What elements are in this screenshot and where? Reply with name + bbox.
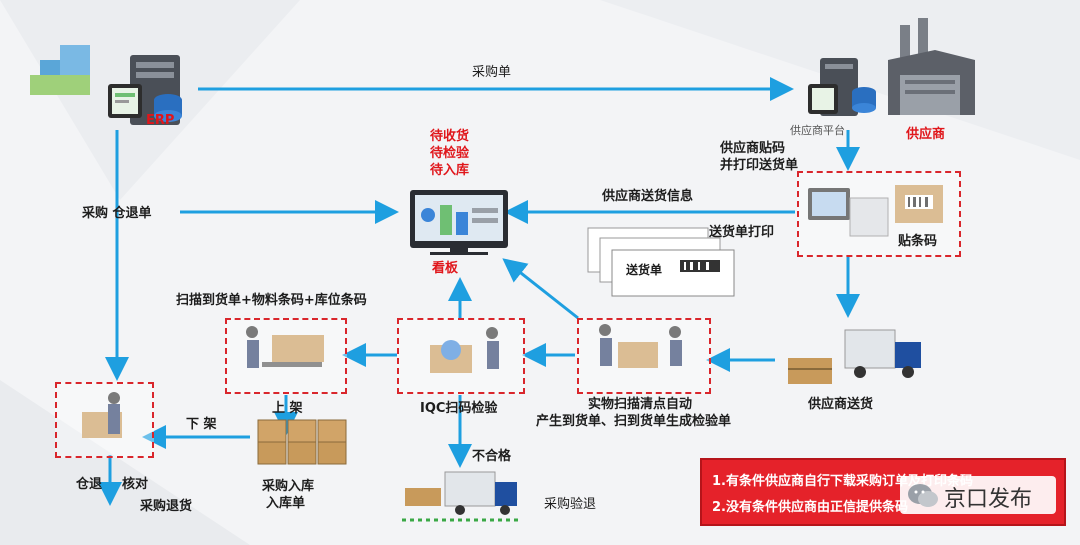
pending-receive-label: 待收货 (430, 129, 470, 144)
kanban-monitor-icon (410, 190, 508, 255)
shelve-down-label: 下 架 (186, 417, 217, 432)
purchase-stock-in-label-2: 入库单 (266, 496, 306, 511)
factory-icon (888, 18, 975, 115)
supplier-label: 供应商 (906, 127, 946, 142)
erp-label: ERP (146, 113, 175, 128)
erp-server-icon (130, 55, 182, 125)
return-truck-icon (402, 471, 520, 522)
note-line-2: 2.没有条件供应商由正信提供条码 (712, 500, 908, 515)
physical-scan-label-1: 实物扫描清点自动 (588, 397, 693, 412)
arrow-scan-to-kanban (502, 258, 579, 320)
print-delivery-label: 并打印送货单 (720, 158, 799, 173)
delivery-note-icon (587, 227, 735, 297)
purchase-return-doc-label: 采购 仓退单 (82, 206, 152, 221)
stock-boxes-icon (257, 419, 347, 465)
labeling-frame (797, 171, 961, 257)
purchase-order-label: 采购单 (472, 65, 512, 80)
unqualified-label: 不合格 (472, 449, 512, 464)
iqc-scan-scene-icon (430, 327, 499, 373)
kanban-label: 看板 (432, 261, 459, 276)
wechat-icon (908, 484, 938, 507)
erp-tablet-icon (108, 84, 142, 118)
warehouse-return-label: 仓退 (76, 477, 103, 492)
warehouse-return-scene-icon (82, 392, 122, 438)
physical-scan-label-2: 产生到货单、扫到货单生成检验单 (536, 414, 732, 429)
pending-store-label: 待入库 (430, 163, 470, 178)
barcode-label-text: 贴条码 (898, 234, 938, 249)
delivery-note-text: 送货单 (626, 263, 663, 277)
verify-label: 核对 (122, 477, 149, 492)
iqc-frame (397, 318, 525, 394)
scan-codes-label: 扫描到货单+物料条码+库位条码 (176, 293, 367, 308)
supplier-delivery-info-label: 供应商送货信息 (602, 189, 694, 204)
shelve-cart-scene-icon (246, 326, 324, 368)
purchase-return-label: 采购退货 (140, 499, 193, 514)
erp-building-icon (30, 45, 90, 95)
purchase-inspect-return-label: 采购验退 (544, 497, 597, 512)
supplier-platform-label: 供应商平台 (790, 124, 845, 137)
purchase-stock-in-label-1: 采购入库 (262, 479, 315, 494)
shelve-up-label: 上 架 (272, 401, 303, 416)
physical-scan-scene-icon (599, 324, 682, 368)
pending-inspect-label: 待检验 (430, 146, 470, 161)
iqc-scan-label: IQC扫码检验 (420, 401, 498, 416)
physical-scan-frame (577, 318, 711, 394)
delivery-truck-icon (788, 329, 921, 384)
supplier-server-icon (808, 58, 876, 116)
delivery-note-print-label: 送货单打印 (709, 225, 775, 240)
supplier-labeling-label: 供应商贴码 (720, 141, 786, 156)
watermark: 京口发布 (900, 476, 1056, 514)
shelve-frame (225, 318, 347, 394)
watermark-text: 京口发布 (944, 487, 1033, 512)
supplier-delivery-label: 供应商送货 (808, 397, 874, 412)
label-printer-icon (808, 185, 943, 237)
warehouse-return-frame (55, 382, 154, 458)
